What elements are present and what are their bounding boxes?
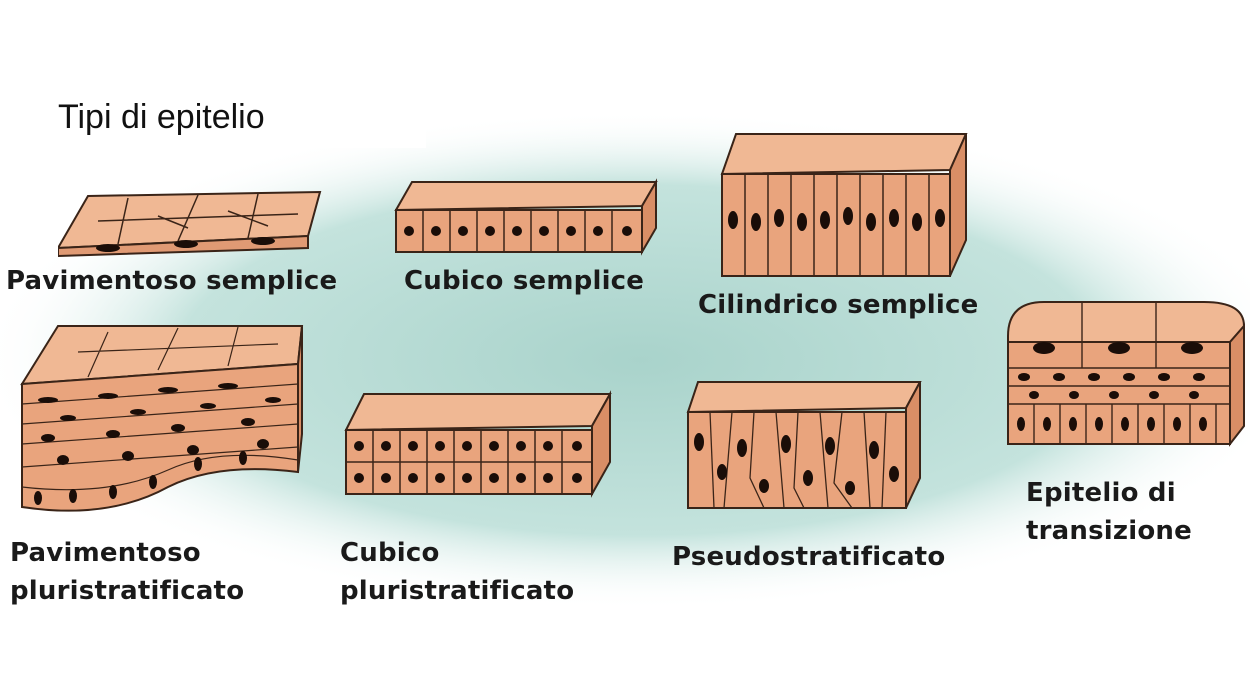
page-title: Tipi di epitelio <box>58 98 265 136</box>
label-cilindrico-semplice: Cilindrico semplice <box>698 290 979 320</box>
epitelio-transizione-illustration <box>1007 301 1246 447</box>
label-cubico-pluristratificato-line2: pluristratificato <box>340 576 575 606</box>
pseudostratificato-illustration <box>686 381 922 509</box>
cubico-pluristratificato-illustration <box>344 390 612 498</box>
label-pavimentoso-semplice: Pavimentoso semplice <box>6 266 338 296</box>
pavimentoso-semplice-illustration <box>58 190 322 258</box>
title-box: Tipi di epitelio <box>46 92 426 148</box>
label-cubico-pluristratificato-line1: Cubico <box>340 538 440 568</box>
label-pavimentoso-pluristratificato-line2: pluristratificato <box>10 576 245 606</box>
label-epitelio-transizione-line1: Epitelio di <box>1026 478 1176 508</box>
pavimentoso-pluristratificato-illustration <box>20 325 304 512</box>
cilindrico-semplice-illustration <box>720 133 968 277</box>
label-epitelio-transizione-line2: transizione <box>1026 516 1192 546</box>
label-cubico-semplice: Cubico semplice <box>404 266 645 296</box>
label-pavimentoso-pluristratificato-line1: Pavimentoso <box>10 538 201 568</box>
cubico-semplice-illustration <box>394 178 658 256</box>
label-pseudostratificato: Pseudostratificato <box>672 542 946 572</box>
